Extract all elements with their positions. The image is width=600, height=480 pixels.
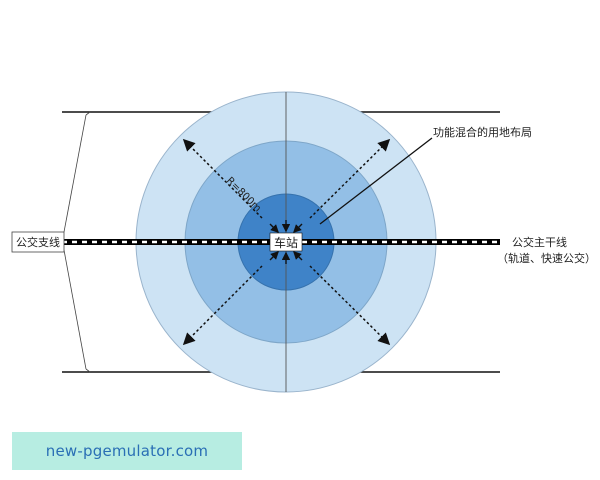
watermark-text: new-pgemulator.com <box>45 442 209 460</box>
branch-line-label: 公交支线 <box>16 235 60 249</box>
radial-arrows <box>182 138 391 346</box>
mixed-use-label: 功能混合的用地布局 <box>433 125 532 139</box>
mixed-use-leader <box>319 137 433 225</box>
watermark-banner: new-pgemulator.com <box>12 432 242 470</box>
branch-line-label-box <box>11 231 65 253</box>
trunk-line-sublabel: （轨道、快速公交） <box>497 251 596 265</box>
inward-arrows <box>269 220 303 264</box>
trunk-line-label: 公交主干线 <box>512 235 567 249</box>
station-box <box>269 232 303 252</box>
station-label: 车站 <box>274 235 298 250</box>
branch-lines <box>63 111 91 373</box>
